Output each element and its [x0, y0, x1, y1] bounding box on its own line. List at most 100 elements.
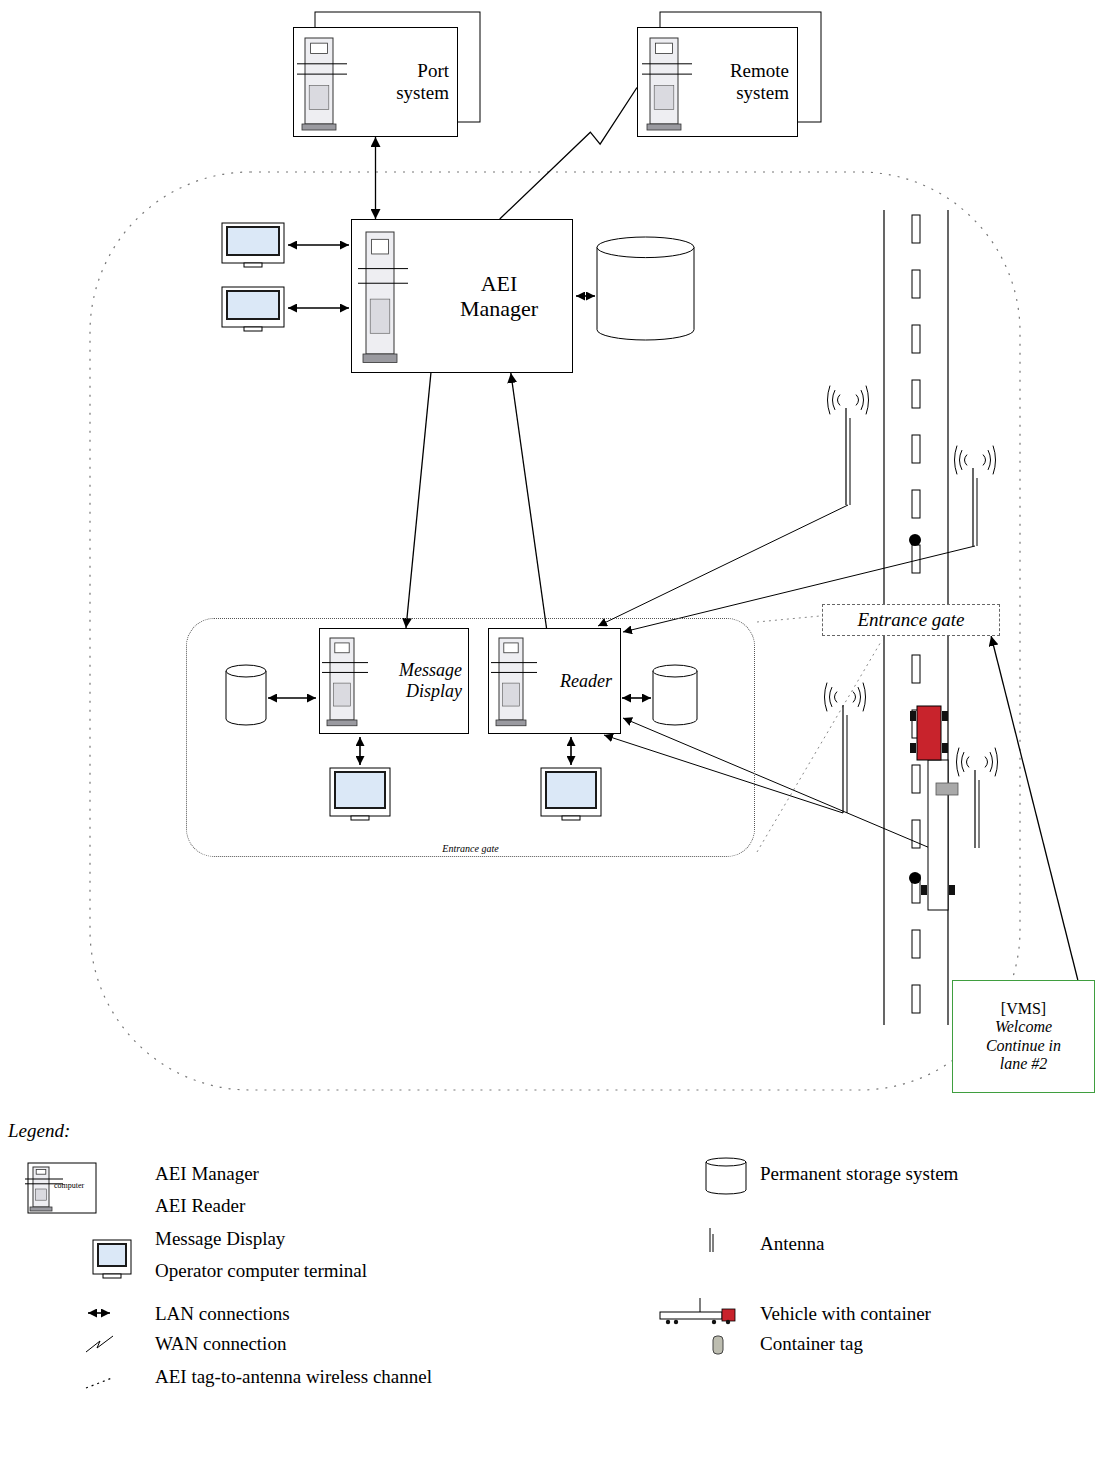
case-line [491, 662, 537, 663]
antenna-mast [842, 705, 843, 813]
radio-wave [967, 757, 970, 768]
legend-antenna [710, 1228, 711, 1252]
lan-connection [406, 373, 431, 628]
gate-region: Message DisplayReaderEntrance gate [186, 618, 755, 857]
node-text: Port system [371, 60, 449, 104]
drive-bay [504, 643, 518, 653]
node-text: Remote system [711, 60, 789, 104]
box-fill [351, 219, 573, 373]
node-text: Welcome Continue in lane #2 [972, 1018, 1076, 1073]
case-line [642, 63, 692, 64]
case-panel [654, 85, 674, 109]
storage-icon [706, 1158, 746, 1194]
radio-wave [838, 395, 841, 406]
radio-wave [995, 748, 998, 777]
lane-marker [912, 215, 920, 243]
computer-case [499, 638, 523, 720]
legend-text: LAN connections [155, 1303, 290, 1325]
monitor-stand [103, 1274, 121, 1278]
antenna-mast [977, 478, 978, 546]
monitor-frame [330, 768, 390, 816]
legend-text: Vehicle with container [760, 1303, 931, 1325]
truck-cab [917, 706, 941, 760]
computer-case [330, 638, 354, 720]
terminal-icon [222, 223, 284, 267]
display-box: Message Display [319, 628, 469, 734]
storage-body [597, 247, 694, 340]
storage-top [226, 665, 266, 677]
case-base [30, 1207, 52, 1211]
case-panel [334, 683, 351, 706]
legend-text: WAN connection [155, 1333, 286, 1355]
computer-case [305, 38, 333, 124]
storage-icon [226, 665, 266, 725]
lan-connection [576, 295, 595, 297]
legend-text: Operator computer terminal [155, 1260, 367, 1282]
radio-wave [985, 757, 988, 768]
node-text: Entrance gate [831, 609, 991, 631]
case-line [297, 63, 347, 64]
lan-connection [88, 1312, 110, 1314]
storage-body [706, 1162, 746, 1194]
antenna-mast [845, 408, 846, 505]
wheel [910, 743, 916, 753]
antenna-mast [979, 780, 980, 848]
antenna-mast [850, 418, 851, 505]
computer-icon [642, 38, 692, 130]
radio-wave [861, 390, 864, 410]
lane-marker [912, 985, 920, 1013]
perspective-line [757, 616, 820, 622]
wheel [921, 885, 927, 895]
case-panel [35, 1189, 46, 1200]
case-base [496, 720, 526, 726]
case-panel [309, 85, 329, 109]
legend-vehicle-antenna [700, 1298, 701, 1312]
storage-icon [653, 665, 697, 725]
container-tag [936, 783, 958, 795]
box-fill [318, 627, 468, 733]
computer-case [33, 1167, 49, 1207]
antenna-icon [825, 683, 866, 813]
vehicle-with-container [910, 706, 958, 910]
lan-connection [268, 697, 316, 699]
lane-marker [912, 490, 920, 518]
legend-text: AEI Reader [155, 1195, 245, 1217]
legend-cab [722, 1309, 735, 1321]
lane-marker [912, 325, 920, 353]
antenna-mast [847, 715, 848, 813]
monitor-frame [541, 768, 601, 816]
wheel [942, 711, 948, 721]
icon-caption: computer [54, 1181, 84, 1190]
legend-antenna [713, 1234, 714, 1252]
radio-wave [993, 446, 996, 475]
reader-box: Reader [488, 628, 621, 734]
radio-wave [957, 748, 960, 777]
lan-connection [288, 307, 349, 309]
terminal-icon [541, 768, 601, 820]
lan-connection [570, 737, 572, 765]
node-text: Entrance gate [411, 843, 531, 855]
radio-wave [983, 455, 986, 466]
legend-vehicle [660, 1298, 735, 1324]
legend-tag [713, 1336, 723, 1354]
antenna-feed [623, 718, 930, 848]
radio-wave [955, 446, 958, 475]
radio-wave [990, 752, 993, 772]
case-line [358, 283, 408, 284]
computer-case [366, 232, 394, 354]
computer-icon [491, 638, 537, 726]
node-text: AEI Manager [444, 271, 554, 322]
antenna-icon [828, 386, 869, 505]
computer-case [650, 38, 678, 124]
road-vehicle-dot [909, 872, 921, 884]
antenna-feed [604, 735, 843, 813]
wheel [910, 711, 916, 721]
storage-body [226, 671, 266, 725]
lan-connection [375, 137, 376, 219]
antenna-icon [955, 446, 996, 546]
case-base [302, 124, 336, 130]
legend-text: Message Display [155, 1228, 285, 1250]
radio-wave [962, 752, 965, 772]
radio-wave [853, 692, 856, 703]
